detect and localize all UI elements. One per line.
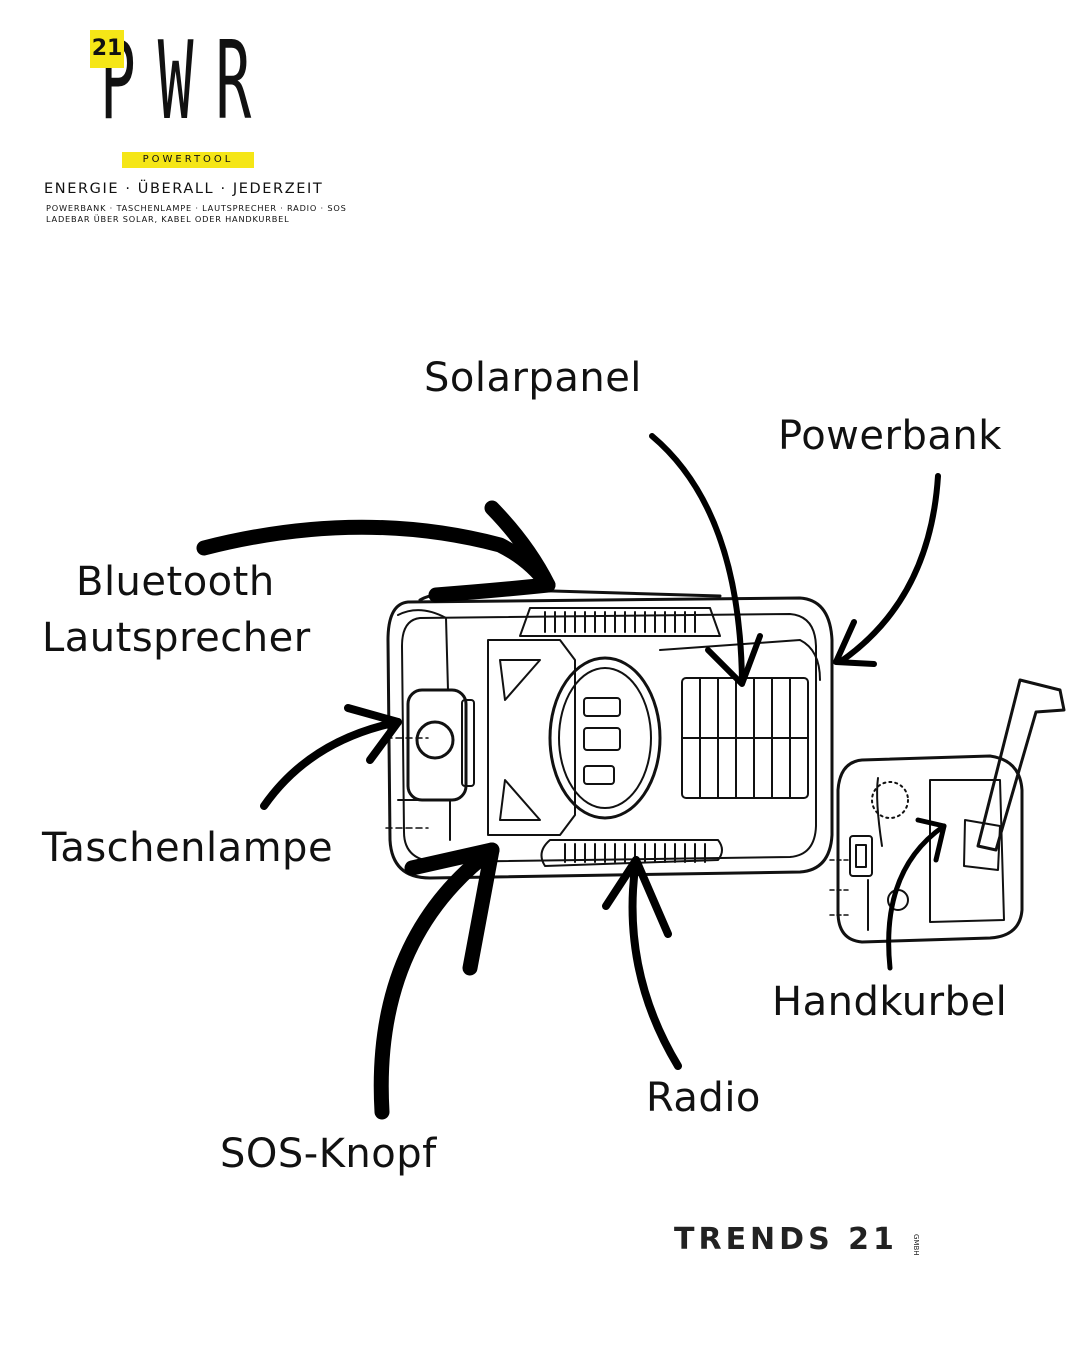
logo-band: POWERTOOL <box>122 152 254 168</box>
label-taschenlampe: Taschenlampe <box>42 825 334 871</box>
arrow-radio <box>628 856 682 1070</box>
arrow-powerbank <box>837 473 941 665</box>
radio-device-illustration <box>385 588 834 880</box>
label-powerbank: Powerbank <box>778 413 1002 459</box>
tagline: ENERGIE · ÜBERALL · JEDERZEIT <box>44 181 324 197</box>
features-line: POWERBANK · TASCHENLAMPE · LAUTSPRECHER … <box>46 203 347 213</box>
arrow-crank <box>886 823 947 971</box>
label-sos-knopf: SOS-Knopf <box>220 1131 437 1177</box>
crank-side-illustration <box>829 678 1066 944</box>
arrow-flashlight <box>260 718 402 810</box>
arrow-sos <box>373 842 500 1120</box>
callout-arrows <box>196 433 947 1120</box>
solar-panel <box>681 677 809 799</box>
logo-wordmark: PWR <box>100 19 274 144</box>
label-bluetooth: Bluetooth <box>76 559 275 605</box>
label-solarpanel: Solarpanel <box>424 355 642 401</box>
brand-name: TRENDS 21 <box>674 1222 898 1257</box>
brand-suffix: GMBH <box>912 1234 920 1256</box>
label-handkurbel: Handkurbel <box>772 979 1008 1025</box>
bottom-grille <box>540 839 723 867</box>
charging-line: LADEBAR ÜBER SOLAR, KABEL ODER HANDKURBE… <box>46 214 290 224</box>
top-grille <box>519 607 721 637</box>
label-lautsprecher: Lautsprecher <box>42 615 311 661</box>
lcd-display <box>583 697 621 785</box>
arrow-solar <box>649 433 745 685</box>
logo-badge: 21 <box>90 30 124 68</box>
label-radio: Radio <box>646 1075 761 1121</box>
